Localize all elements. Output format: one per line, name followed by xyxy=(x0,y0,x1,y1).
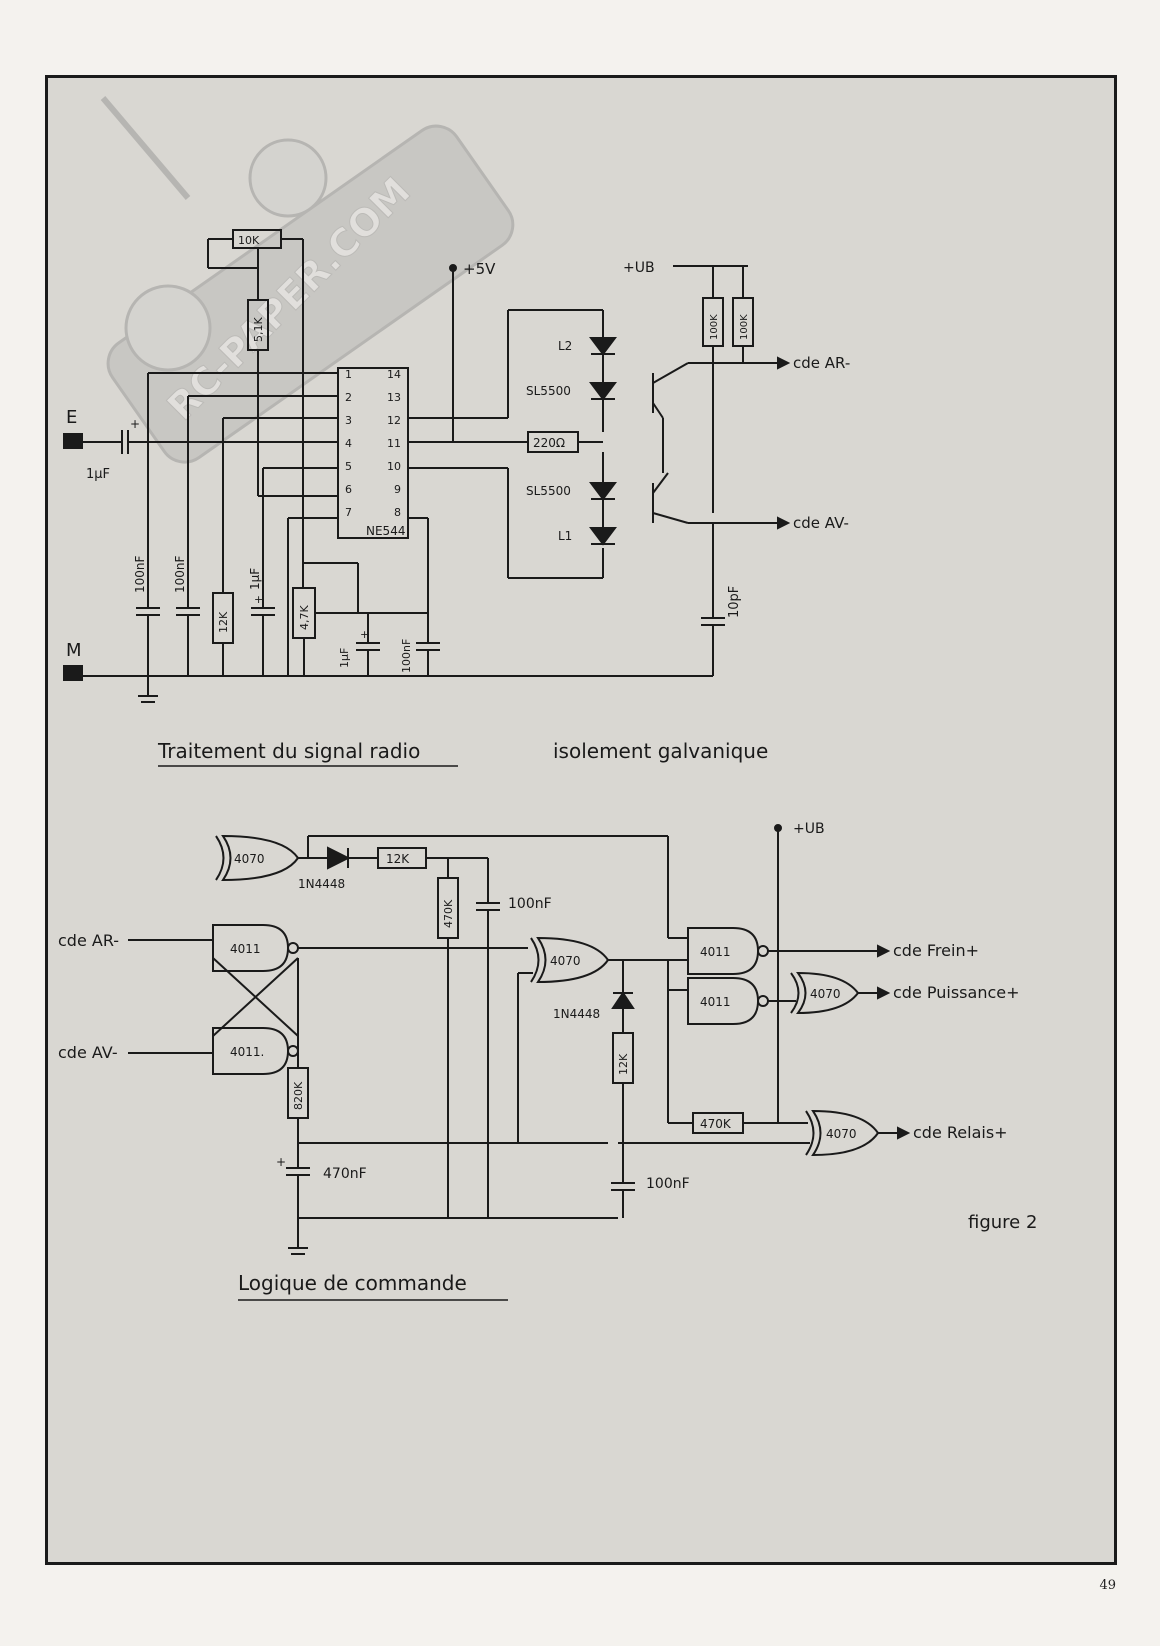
xor-top-gate xyxy=(221,834,300,882)
svg-text:100K: 100K xyxy=(739,314,750,340)
supply-5v: +5V xyxy=(463,260,496,278)
ne544-ic xyxy=(337,367,409,539)
c2-label: 100nF xyxy=(173,555,187,593)
ic-pin-number: 4 xyxy=(345,437,352,450)
xor-relay-gate xyxy=(811,1109,880,1157)
svg-text:470K: 470K xyxy=(442,899,455,928)
c-100nf-top-label: 100nF xyxy=(508,896,552,912)
svg-text:1µF: 1µF xyxy=(338,648,351,668)
figure-label: figure 2 xyxy=(968,1212,1037,1233)
svg-text:470K: 470K xyxy=(700,1117,732,1131)
svg-text:4011: 4011 xyxy=(230,942,261,956)
ic-pin-number: 13 xyxy=(387,391,401,404)
svg-text:4011.: 4011. xyxy=(230,1045,264,1059)
svg-text:+: + xyxy=(254,593,263,606)
svg-text:4,7K: 4,7K xyxy=(298,605,311,630)
out-frein-label: cde Frein+ xyxy=(893,941,979,960)
svg-text:100K: 100K xyxy=(709,314,720,340)
ic-pin-number: 6 xyxy=(345,483,352,496)
svg-text:12K: 12K xyxy=(617,1053,630,1075)
c-in-label: 1µF xyxy=(86,467,110,482)
svg-text:100nF: 100nF xyxy=(400,639,413,673)
section-radio-title: Traitement du signal radio xyxy=(157,739,420,763)
svg-text:+: + xyxy=(276,1155,286,1169)
svg-text:10K: 10K xyxy=(238,234,260,247)
svg-text:5,1K: 5,1K xyxy=(252,317,265,342)
input-m-label: M xyxy=(66,640,82,661)
watermark-logo: RC-PAPER.COM xyxy=(100,96,515,464)
section-isolation-title: isolement galvanique xyxy=(553,739,768,763)
svg-text:12K: 12K xyxy=(386,852,410,866)
out-av-label: cde AV- xyxy=(793,514,849,532)
svg-text:4011: 4011 xyxy=(700,995,731,1009)
ic-pin-number: 7 xyxy=(345,506,352,519)
svg-text:4070: 4070 xyxy=(234,852,265,866)
ic-pin-number: 11 xyxy=(387,437,401,450)
svg-text:12K: 12K xyxy=(217,611,230,633)
sl5500-b-label: SL5500 xyxy=(526,484,571,498)
svg-text:220Ω: 220Ω xyxy=(533,436,565,450)
input-m-terminal xyxy=(63,665,83,681)
page-number: 49 xyxy=(1099,1578,1116,1593)
logic-section: cde AR- cde AV- 4070 4011 4011. 1N4448 1… xyxy=(58,821,1037,1301)
c-100nf-b-label: 100nF xyxy=(646,1176,690,1192)
input-e-terminal xyxy=(63,433,83,449)
c1-label: 100nF xyxy=(133,555,147,593)
ic-pin-number: 12 xyxy=(387,414,401,427)
c-in-plus: + xyxy=(130,417,140,431)
xor-mid-gate xyxy=(536,936,610,984)
svg-text:4011: 4011 xyxy=(700,945,731,959)
in-ar-label: cde AR- xyxy=(58,931,119,950)
c-470nf-label: 470nF xyxy=(323,1166,367,1182)
diode-top-label: 1N4448 xyxy=(298,877,345,891)
xor-out-gate xyxy=(796,971,860,1015)
diode-mid-label: 1N4448 xyxy=(553,1007,600,1021)
logic-supply-label: +UB xyxy=(793,821,825,837)
section-logic-title: Logique de commande xyxy=(238,1271,467,1295)
svg-text:820K: 820K xyxy=(292,1081,305,1110)
led-l2-label: L2 xyxy=(558,339,572,353)
ic-pin-number: 1 xyxy=(345,368,352,381)
c-1uf-label: 1µF xyxy=(248,568,262,590)
ic-pin-number: 10 xyxy=(387,460,401,473)
ic-pin-number: 2 xyxy=(345,391,352,404)
sl5500-a-label: SL5500 xyxy=(526,384,571,398)
svg-text:4070: 4070 xyxy=(810,987,841,1001)
svg-text:4070: 4070 xyxy=(550,954,581,968)
ic-pin-number: 14 xyxy=(387,368,401,381)
out-ar-label: cde AR- xyxy=(793,354,850,372)
ic-pin-number: 5 xyxy=(345,460,352,473)
isolation-section: L2 SL5500 220Ω SL5500 L1 +UB 100K 100K c… xyxy=(508,260,850,763)
ic-pin-number: 9 xyxy=(394,483,401,496)
ne544-label: NE544 xyxy=(366,524,405,538)
in-av-label: cde AV- xyxy=(58,1043,118,1062)
out-puissance-label: cde Puissance+ xyxy=(893,983,1020,1002)
c-10pf-label: 10pF xyxy=(727,586,742,618)
ic-pin-number: 8 xyxy=(394,506,401,519)
svg-text:4070: 4070 xyxy=(826,1127,857,1141)
input-e-label: E xyxy=(66,407,77,428)
led-l1-label: L1 xyxy=(558,529,572,543)
svg-text:+: + xyxy=(360,628,369,641)
ic-pin-number: 3 xyxy=(345,414,352,427)
out-relais-label: cde Relais+ xyxy=(913,1123,1008,1142)
iso-supply-label: +UB xyxy=(623,260,655,276)
